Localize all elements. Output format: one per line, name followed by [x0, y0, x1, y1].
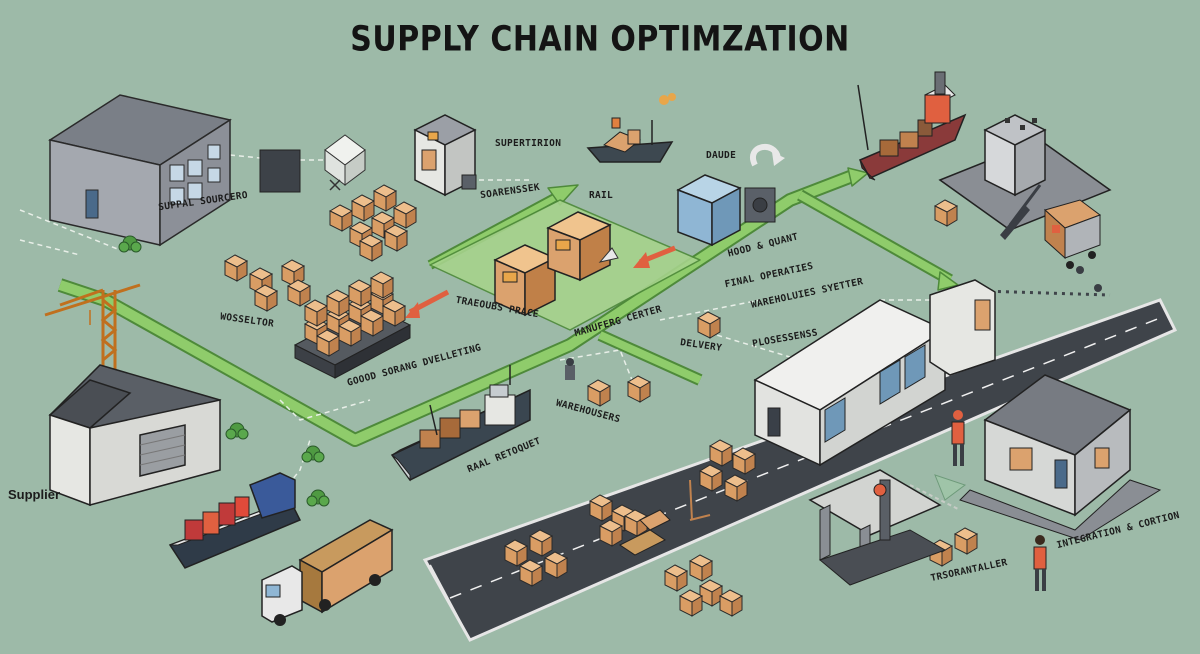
loading-station: [808, 469, 967, 586]
supplier-factory: [48, 94, 232, 253]
manufacturing-crates: [493, 211, 612, 317]
integration-building: [959, 374, 1162, 541]
label-rail: RAIL: [589, 190, 614, 201]
red-arrows: [405, 245, 676, 318]
final-operations-building: [753, 279, 996, 467]
crane: [44, 283, 141, 370]
label-damper: DAUDE: [706, 150, 737, 161]
small-cargo-boat: [586, 93, 676, 163]
processing-machine: [676, 143, 785, 247]
workers: [951, 410, 1047, 591]
label-supplier: Supplier: [8, 487, 61, 502]
page-title: SUPPLY CHAIN OPTIMZATION: [350, 19, 850, 60]
supervision-building: [413, 114, 477, 197]
container-ship-middle: [390, 365, 531, 482]
storage-pallet: [293, 271, 412, 379]
supplier-warehouse: [48, 364, 330, 507]
sourcing-cubes: [259, 134, 366, 193]
handling-equipment: [565, 358, 711, 556]
road-markers: [1076, 266, 1102, 292]
delivery-truck: [261, 519, 394, 626]
container-ship-bottom: [168, 472, 302, 569]
container-ship-top: [857, 71, 967, 181]
label-supervision: SUPERTIRION: [495, 138, 562, 149]
distribution-center: [938, 114, 1112, 269]
